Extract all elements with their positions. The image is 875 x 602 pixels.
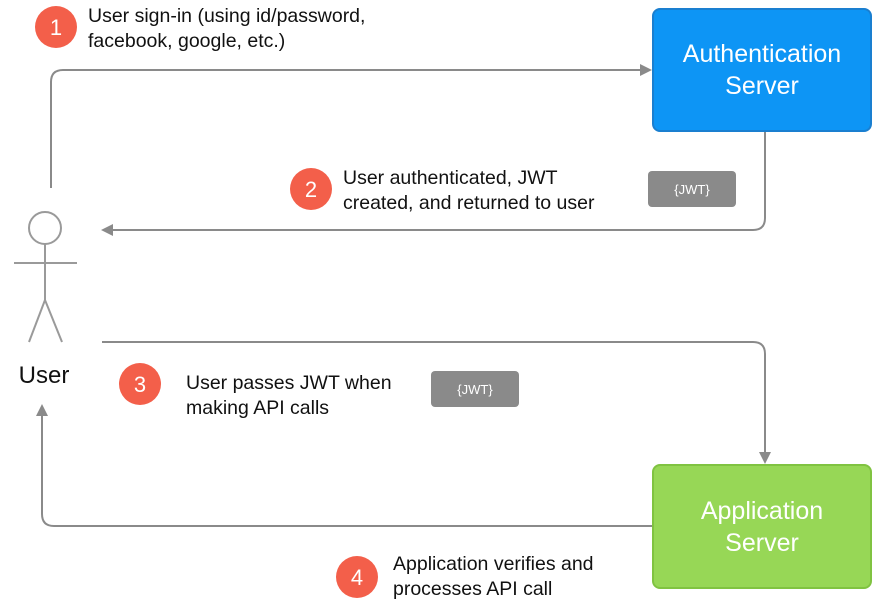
stick-figure-icon <box>14 211 77 343</box>
jwt-return-arrow <box>101 130 766 236</box>
step-4-line-1: Application verifies and <box>393 553 594 575</box>
jwt-token-passed: {JWT} <box>431 371 519 407</box>
step-2-line-1: User authenticated, JWT <box>343 167 558 189</box>
step-3-number: 3 <box>134 372 146 397</box>
step-4-line-2: processes API call <box>393 578 553 600</box>
step-3-line-1: User passes JWT when <box>186 372 392 394</box>
user-label: User <box>19 362 70 389</box>
step-3-badge: 3 <box>119 363 161 405</box>
step-2-badge: 2 <box>290 168 332 210</box>
api-response-arrow <box>36 404 655 527</box>
step-2-text: User authenticated, JWT created, and ret… <box>343 166 595 216</box>
step-2-number: 2 <box>305 177 317 202</box>
step-2-line-2: created, and returned to user <box>343 192 595 214</box>
auth-server-line-1: Authentication <box>682 40 842 68</box>
step-1-text: User sign-in (using id/password, faceboo… <box>88 4 365 54</box>
signin-arrow <box>50 64 652 188</box>
step-1-badge: 1 <box>35 6 77 48</box>
app-server-line-1: Application <box>700 496 824 525</box>
auth-server-line-2: Server <box>725 72 799 100</box>
step-1-number: 1 <box>50 15 62 40</box>
application-server: Application Server <box>652 464 872 589</box>
authentication-server: Authentication Server <box>652 8 872 132</box>
step-3-text: User passes JWT when making API calls <box>186 371 392 421</box>
step-4-number: 4 <box>351 565 363 590</box>
step-4-badge: 4 <box>336 556 378 598</box>
api-call-arrow <box>102 341 771 464</box>
app-server-line-2: Server <box>725 528 799 557</box>
step-4-text: Application verifies and processes API c… <box>393 552 594 602</box>
step-1-line-1: User sign-in (using id/password, <box>88 5 366 27</box>
step-1-line-2: facebook, google, etc.) <box>88 30 286 52</box>
jwt-token-returned: {JWT} <box>648 171 736 207</box>
step-3-line-2: making API calls <box>186 397 330 419</box>
